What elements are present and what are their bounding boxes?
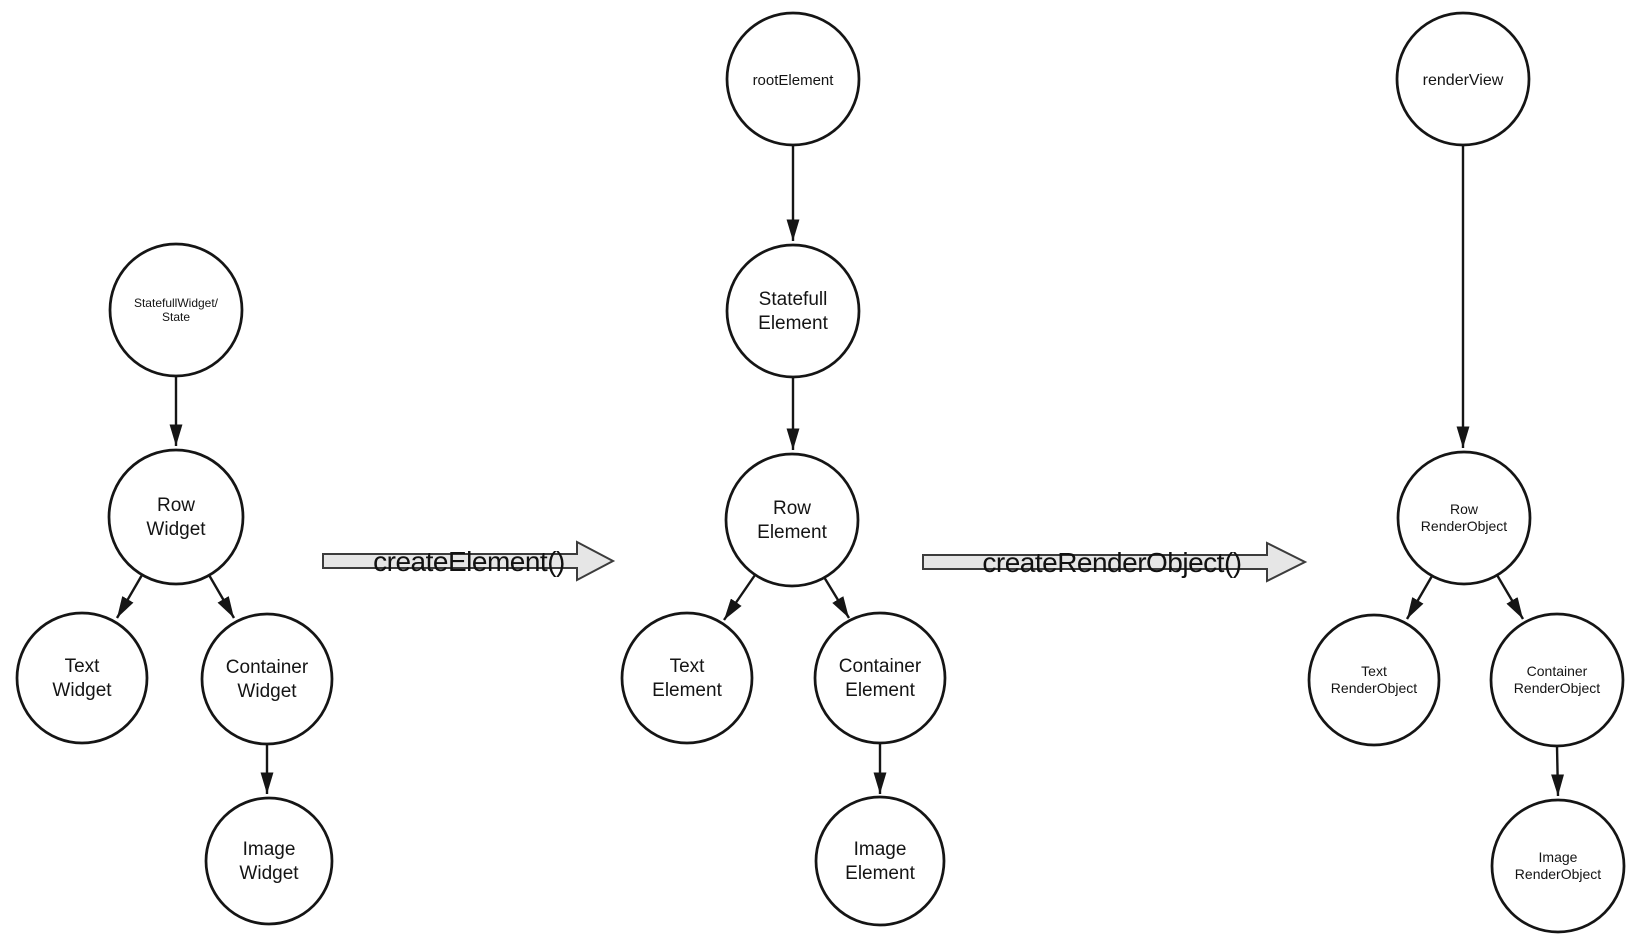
edge-rowelement-to-textelement (723, 574, 756, 621)
node-image-element-circle (814, 795, 946, 927)
node-label: RenderObject (1515, 866, 1601, 882)
node-container-widget-circle (200, 612, 334, 746)
node-text-render-object: Text RenderObject (1307, 613, 1441, 747)
node-label: Widget (237, 681, 297, 702)
node-label: StatefullWidget/ (134, 296, 219, 310)
node-text-element: Text Element (620, 611, 754, 745)
node-text-widget-circle (15, 611, 149, 745)
node-statefull-element: Statefull Element (725, 243, 861, 379)
node-statefull-element-circle (725, 243, 861, 379)
node-image-render-object-circle (1490, 798, 1626, 934)
edge-rowelement-to-containerelement (822, 576, 851, 619)
node-label: Element (652, 680, 722, 701)
node-render-view-circle (1395, 11, 1531, 147)
node-statefull-widget-state: StatefullWidget/ State (108, 242, 244, 378)
node-label: Text (1361, 663, 1387, 679)
node-label: Container (839, 656, 922, 677)
create-element-label: createElement() (373, 546, 565, 577)
widget-tree: StatefullWidget/ State Row Widget Text W… (15, 242, 334, 926)
node-label: Image (854, 839, 907, 860)
create-render-object-arrow-icon (922, 541, 1308, 583)
node-label: Element (845, 680, 915, 701)
node-text-widget: Text Widget (15, 611, 149, 745)
node-container-render-object-circle (1489, 612, 1625, 748)
edge-rowrenderobject-to-containerrenderobject (1495, 574, 1525, 620)
edge-rowrenderobject-to-textrenderobject (1405, 575, 1434, 620)
node-text-element-circle (620, 611, 754, 745)
node-container-element: Container Element (813, 611, 947, 745)
node-row-widget-circle (107, 448, 245, 586)
node-label: Container (1527, 663, 1588, 679)
node-label: Element (758, 313, 828, 334)
create-element-arrow-icon (322, 540, 616, 582)
node-label: State (162, 310, 190, 324)
node-label: RenderObject (1514, 680, 1600, 696)
node-row-element-circle (724, 452, 860, 588)
node-label: Statefull (759, 289, 828, 310)
node-label: Widget (52, 680, 112, 701)
node-render-view: renderView (1395, 11, 1531, 147)
node-label: renderView (1423, 72, 1504, 89)
node-label: Text (670, 656, 706, 677)
node-label: Text (65, 656, 101, 677)
node-label: RenderObject (1331, 680, 1417, 696)
node-label: RenderObject (1421, 518, 1507, 534)
edge-rowwidget-to-textwidget (115, 574, 144, 619)
node-image-widget-circle (204, 796, 334, 926)
transition-create-render-object: createRenderObject() (922, 541, 1308, 583)
node-label: Row (773, 498, 811, 519)
node-root-element: rootElement (725, 11, 861, 147)
node-image-widget: Image Widget (204, 796, 334, 926)
node-label: Element (845, 863, 915, 884)
node-label: rootElement (753, 72, 835, 89)
node-container-widget: Container Widget (200, 612, 334, 746)
node-label: Element (757, 522, 827, 543)
node-label: Image (1539, 849, 1578, 865)
node-container-element-circle (813, 611, 947, 745)
node-root-element-circle (725, 11, 861, 147)
transition-create-element: createElement() (322, 540, 616, 582)
node-row-render-object-circle (1396, 450, 1532, 586)
node-row-widget: Row Widget (107, 448, 245, 586)
render-object-tree: renderView Row RenderObject Text RenderO… (1307, 11, 1626, 934)
element-tree: rootElement Statefull Element Row Elemen… (620, 11, 947, 927)
node-image-element: Image Element (814, 795, 946, 927)
node-row-element: Row Element (724, 452, 860, 588)
node-label: Row (157, 495, 195, 516)
node-label: Image (243, 839, 296, 860)
node-label: Row (1450, 501, 1479, 517)
node-container-render-object: Container RenderObject (1489, 612, 1625, 748)
node-statefull-widget-state-circle (108, 242, 244, 378)
edge-rowwidget-to-containerwidget (207, 574, 236, 619)
edge-containerrenderobject-to-imagerenderobject (1551, 745, 1565, 797)
node-text-render-object-circle (1307, 613, 1441, 747)
node-image-render-object: Image RenderObject (1490, 798, 1626, 934)
node-label: Widget (146, 519, 206, 540)
node-row-render-object: Row RenderObject (1396, 450, 1532, 586)
node-label: Widget (239, 863, 299, 884)
create-render-object-label: createRenderObject() (982, 547, 1241, 578)
node-label: Container (226, 657, 309, 678)
